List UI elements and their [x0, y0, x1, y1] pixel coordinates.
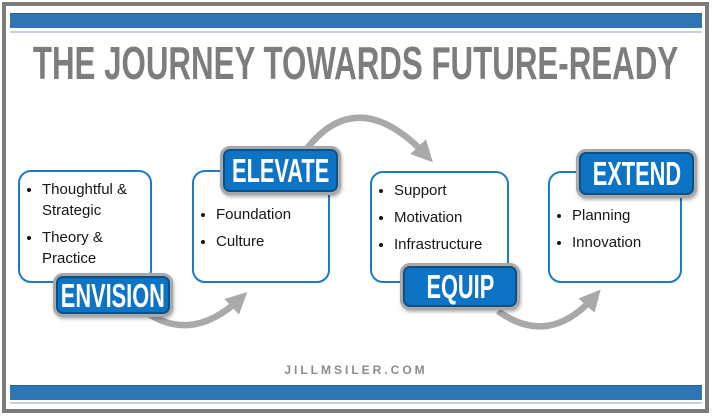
badge-extend-label: EXTEND: [592, 155, 681, 192]
bottom-accent-bar: [10, 385, 702, 400]
bottom-accent-underline: [10, 402, 702, 404]
bullet-item: Planning: [572, 205, 678, 226]
bullet-item: Theory & Practice: [42, 227, 148, 269]
title-row: THE JOURNEY TOWARDS FUTURE-READY: [0, 40, 712, 86]
bullet-list-elevate: Foundation Culture: [194, 172, 328, 252]
badge-envision: ENVISION: [53, 273, 173, 317]
badge-envision-label: ENVISION: [60, 276, 166, 314]
top-accent-bar: [10, 13, 702, 28]
bullet-item: Thoughtful & Strategic: [42, 179, 148, 221]
badge-elevate: ELEVATE: [220, 146, 341, 195]
top-accent-underline: [10, 31, 702, 33]
bullet-item: Foundation: [216, 204, 326, 225]
card-envision: Thoughtful & Strategic Theory & Practice: [18, 170, 152, 283]
badge-extend: EXTEND: [576, 149, 697, 198]
bullet-item: Culture: [216, 231, 326, 252]
bullet-list-equip: Support Motivation Infrastructure: [372, 173, 507, 255]
bullet-item: Motivation: [394, 207, 505, 228]
bullet-item: Innovation: [572, 232, 678, 253]
bullet-list-envision: Thoughtful & Strategic Theory & Practice: [20, 172, 150, 269]
bullet-item: Support: [394, 180, 505, 201]
watermark-text: JILLMSILER.COM: [284, 363, 428, 377]
bullet-list-extend: Planning Innovation: [550, 173, 680, 253]
badge-elevate-label: ELEVATE: [231, 152, 330, 189]
badge-equip-label: EQUIP: [426, 268, 494, 305]
badge-equip: EQUIP: [400, 263, 520, 310]
page-title: THE JOURNEY TOWARDS FUTURE-READY: [33, 37, 679, 89]
bullet-item: Infrastructure: [394, 234, 505, 255]
